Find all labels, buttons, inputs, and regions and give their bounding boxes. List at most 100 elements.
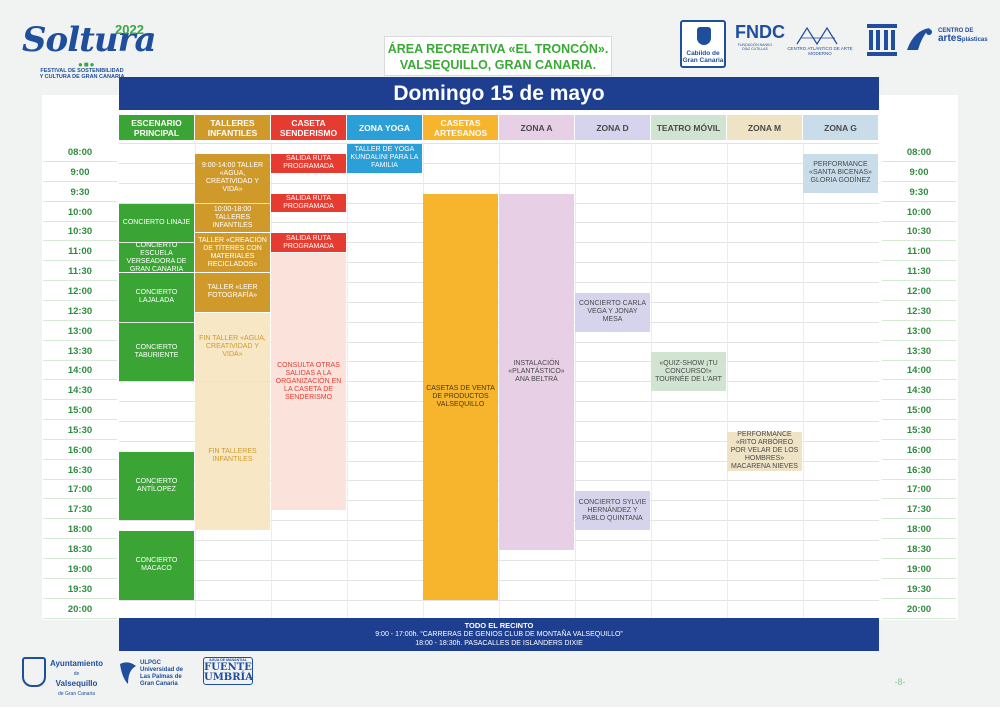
venue-box: ÁREA RECREATIVA «EL TRONCÓN». VALSEQUILL… <box>384 36 612 76</box>
time-label-right: 15:30 <box>882 421 956 440</box>
time-label-right: 17:00 <box>882 481 956 500</box>
valsequillo-line3: Valsequillo <box>55 679 98 688</box>
schedule-event[interactable]: CONCIERTO LINAJE <box>119 203 194 243</box>
column-header: ZONA G <box>803 115 878 140</box>
time-label-left: 11:30 <box>43 263 117 282</box>
valsequillo-logo-text: Ayuntamiento de Valsequillo de Gran Cana… <box>50 659 103 699</box>
ulpgc-line1: ULPGC <box>140 660 161 666</box>
fndc-logo-text: FNDC <box>735 22 785 42</box>
time-label-right: 20:00 <box>882 600 956 619</box>
time-label-right: 19:30 <box>882 580 956 599</box>
time-label-left: 12:30 <box>43 302 117 321</box>
time-label-right: 11:30 <box>882 263 956 282</box>
time-label-right: 10:00 <box>882 203 956 222</box>
artes-logo-text: CENTRO DE artesplásticas <box>938 28 988 44</box>
schedule-event[interactable]: SALIDA RUTA PROGRAMADA <box>271 193 346 213</box>
ulpgc-logo: ULPGC Universidad de Las Palmas de Gran … <box>118 656 188 690</box>
time-label-left: 20:00 <box>43 600 117 619</box>
schedule-event[interactable]: FIN TALLER «AGUA, CREATIVIDAD Y VIDA» <box>195 312 270 382</box>
soltura-subtitle-line2: Y CULTURA DE GRAN CANARIA <box>39 74 125 80</box>
schedule-event[interactable]: 9:00-14:00 TALLER «AGUA, CREATIVIDAD Y V… <box>195 153 270 203</box>
schedule-event[interactable]: CONCIERTO MACACO <box>119 531 194 600</box>
schedule-event[interactable]: TALLER «LEER FOTOGRAFÍA» <box>195 273 270 312</box>
schedule-event[interactable]: SALIDA RUTA PROGRAMADA <box>271 153 346 173</box>
grid-column-line <box>727 142 728 618</box>
schedule-event[interactable]: CONSULTA OTRAS SALIDAS A LA ORGANIZACIÓN… <box>271 253 346 511</box>
schedule-event[interactable]: «QUIZ-SHOW ¡TU CONCURSO!» TOURNÉE DE L'A… <box>651 352 726 392</box>
time-label-right: 14:00 <box>882 362 956 381</box>
column-header: CASETAS ARTESANOS <box>423 115 498 140</box>
caam-logo-text: CENTRO ATLÁNTICO DE ARTE MODERNO <box>787 46 853 56</box>
schedule-event[interactable]: SALIDA RUTA PROGRAMADA <box>271 233 346 253</box>
grid-column-line <box>575 142 576 618</box>
time-label-right: 12:00 <box>882 282 956 301</box>
museum-logo <box>866 22 898 60</box>
column-header: TALLERES INFANTILES <box>195 115 270 140</box>
soltura-subtitle-line1: FESTIVAL DE SOSTENIBILIDAD <box>40 68 124 74</box>
schedule-event[interactable]: CONCIERTO ESCUELA VERSEADORA DE GRAN CAN… <box>119 242 194 273</box>
time-label-right: 14:30 <box>882 382 956 401</box>
column-header: CASETA SENDERISMO <box>271 115 346 140</box>
column-header: ESCENARIO PRINCIPAL <box>119 115 194 140</box>
schedule-event[interactable]: CONCIERTO TABURIENTE <box>119 322 194 382</box>
time-label-right: 13:00 <box>882 322 956 341</box>
time-label-right: 18:00 <box>882 521 956 540</box>
column-header: TEATRO MÓVIL <box>651 115 726 140</box>
time-label-left: 14:30 <box>43 382 117 401</box>
page-number: -8- <box>894 677 906 687</box>
crest-icon <box>697 27 711 45</box>
column-header: ZONA A <box>499 115 574 140</box>
time-label-left: 19:30 <box>43 580 117 599</box>
valsequillo-crest-icon <box>22 657 46 687</box>
time-label-right: 17:30 <box>882 501 956 520</box>
time-label-left: 13:30 <box>43 342 117 361</box>
footer-line2: 18:00 - 18:30h. PASACALLES DE ISLANDERS … <box>415 640 583 647</box>
schedule-event[interactable]: FIN TALLERES INFANTILES <box>195 382 270 531</box>
day-title: Domingo 15 de mayo <box>119 77 879 110</box>
soltura-logo-word: Soltura <box>22 20 157 60</box>
schedule-event[interactable]: TALLER DE YOGA KUNDALINI PARA LA FAMILIA <box>347 144 422 173</box>
fuente-sub: AGUA DE MANANTIAL <box>209 658 247 662</box>
time-label-right: 16:30 <box>882 461 956 480</box>
valsequillo-logo: Ayuntamiento de Valsequillo de Gran Cana… <box>22 655 112 697</box>
artes-figure-icon <box>907 28 932 50</box>
time-label-right: 19:00 <box>882 560 956 579</box>
time-label-right: 10:30 <box>882 223 956 242</box>
schedule-event[interactable]: CONCIERTO LAJALADA <box>119 273 194 322</box>
schedule-event[interactable]: CONCIERTO SYLVIE HERNÁNDEZ Y PABLO QUINT… <box>575 491 650 531</box>
soltura-logo-year: 2022 <box>115 22 144 37</box>
schedule-event[interactable]: CONCIERTO CARLA VEGA Y JONAY MESA <box>575 292 650 332</box>
schedule-event[interactable]: PERFORMANCE «SANTA BICENAS» GLORIA GODÍN… <box>803 153 878 193</box>
time-label-left: 10:00 <box>43 203 117 222</box>
fndc-logo-sub: FUNDACIÓN NANKO DÍAZ CUTILLAS <box>737 43 773 51</box>
time-label-right: 08:00 <box>882 144 956 162</box>
time-label-left: 15:30 <box>43 421 117 440</box>
time-label-left: 08:00 <box>43 144 117 162</box>
time-label-left: 17:00 <box>43 481 117 500</box>
time-label-left: 12:00 <box>43 282 117 301</box>
artes-line1: CENTRO DE <box>938 28 974 34</box>
time-label-right: 11:00 <box>882 243 956 262</box>
time-label-left: 18:00 <box>43 521 117 540</box>
artes-line2: artes <box>938 33 962 44</box>
cabildo-logo: Cabildo de Gran Canaria <box>680 20 726 68</box>
valsequillo-line2: de <box>73 671 80 677</box>
footer-banner: TODO EL RECINTO 9:00 - 17:00h. “CARRERAS… <box>119 618 879 651</box>
schedule-event[interactable]: CONCIERTO ANTÍLOPEZ <box>119 451 194 521</box>
time-label-right: 13:30 <box>882 342 956 361</box>
time-label-left: 11:00 <box>43 243 117 262</box>
time-label-left: 17:30 <box>43 501 117 520</box>
time-label-left: 14:00 <box>43 362 117 381</box>
footer-title: TODO EL RECINTO <box>464 621 534 630</box>
schedule-event[interactable]: TALLER «CREACIÓN DE TÍTERES CON MATERIAL… <box>195 233 270 272</box>
column-header: ZONA YOGA <box>347 115 422 140</box>
schedule-event[interactable]: 10:00-18:00 TALLERES INFANTILES <box>195 203 270 233</box>
caam-logo: CENTRO ATLÁNTICO DE ARTE MODERNO <box>780 24 860 60</box>
schedule-event[interactable]: CASETAS DE VENTA DE PRODUCTOS VALSEQUILL… <box>423 193 498 600</box>
schedule-event[interactable]: INSTALACIÓN «PLANTÁSTICO» ANA BELTRÁ <box>499 193 574 550</box>
schedule-event[interactable]: PERFORMANCE «RITO ARBÓREO POR VELAR DE L… <box>727 431 802 471</box>
time-label-left: 9:00 <box>43 163 117 182</box>
column-header: ZONA M <box>727 115 802 140</box>
ulpgc-logo-text: ULPGC Universidad de Las Palmas de Gran … <box>140 660 183 688</box>
artes-plasticas-logo: CENTRO DE artesplásticas <box>904 24 990 58</box>
